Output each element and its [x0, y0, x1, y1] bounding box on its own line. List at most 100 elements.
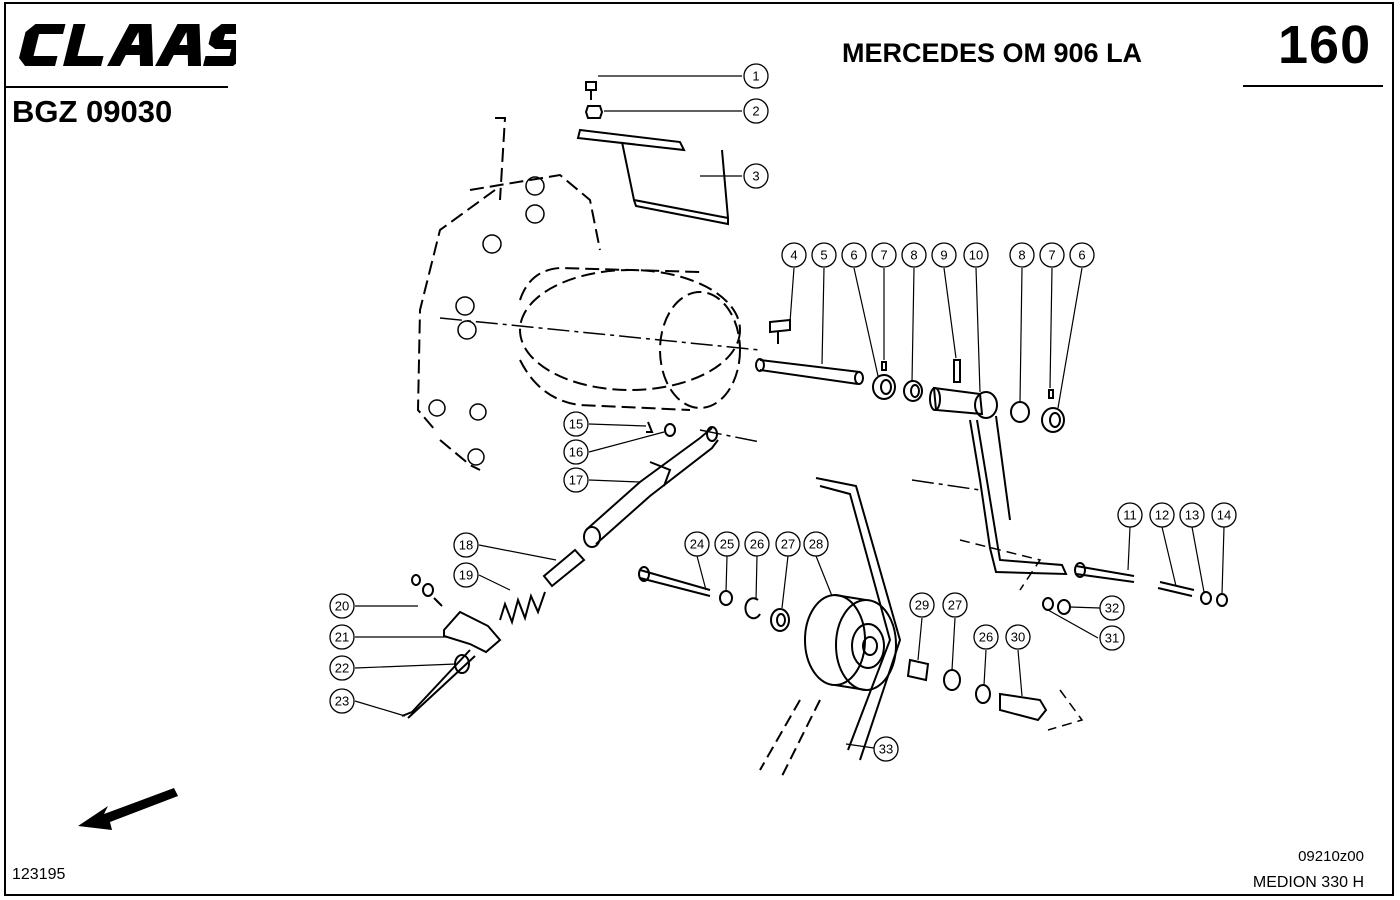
- page-number: 160: [1278, 15, 1372, 75]
- svg-text:9: 9: [940, 248, 947, 263]
- part-7-screw-right: [1048, 389, 1054, 399]
- callout-13: 13: [1179, 502, 1205, 528]
- svg-text:30: 30: [1011, 630, 1025, 645]
- callout-33: 33: [873, 736, 899, 762]
- svg-text:31: 31: [1105, 631, 1119, 646]
- callout-32: 32: [1099, 595, 1125, 621]
- part-11-bolt: [1074, 562, 1135, 583]
- callout-19: 19: [453, 562, 479, 588]
- direction-arrow-icon: [78, 788, 178, 830]
- part-26-circlip-right: [975, 684, 991, 704]
- part-15-split-pin: [646, 421, 654, 433]
- callout-4: 4: [781, 242, 807, 268]
- svg-text:33: 33: [879, 742, 893, 757]
- callout-18: 18: [453, 532, 479, 558]
- callout-28: 28: [803, 531, 829, 557]
- callout-12: 12: [1149, 502, 1175, 528]
- callout-3: 3: [743, 163, 769, 189]
- svg-text:10: 10: [969, 248, 983, 263]
- part-25-washer: [719, 590, 733, 606]
- callout-14: 14: [1211, 502, 1237, 528]
- svg-text:8: 8: [910, 248, 917, 263]
- svg-text:14: 14: [1217, 508, 1231, 523]
- part-26-circlip: [744, 597, 761, 620]
- part-17-tension-rod: [583, 426, 719, 548]
- svg-text:21: 21: [335, 630, 349, 645]
- callout-10: 10: [963, 242, 989, 268]
- engine-title: MERCEDES OM 906 LA: [842, 38, 1143, 68]
- svg-text:29: 29: [915, 598, 929, 613]
- callout-21: 21: [329, 624, 355, 650]
- svg-text:16: 16: [569, 445, 583, 460]
- svg-text:1: 1: [752, 69, 759, 84]
- svg-text:12: 12: [1155, 508, 1169, 523]
- part-18-sleeve: [542, 548, 586, 588]
- callout-8-right: 8: [1009, 242, 1035, 268]
- part-23-bolt: [401, 649, 476, 719]
- svg-text:19: 19: [459, 568, 473, 583]
- svg-text:4: 4: [790, 248, 797, 263]
- callout-5: 5: [811, 242, 837, 268]
- callout-31: 31: [1099, 625, 1125, 651]
- callout-6-right: 6: [1069, 242, 1095, 268]
- part-14-nut: [1216, 593, 1228, 607]
- svg-text:27: 27: [948, 598, 962, 613]
- callout-2: 2: [743, 98, 769, 124]
- part-24-bolt: [638, 566, 711, 597]
- svg-text:28: 28: [809, 537, 823, 552]
- callout-26: 26: [744, 531, 770, 557]
- callout-7: 7: [871, 242, 897, 268]
- part-32-nut: [1057, 599, 1071, 615]
- callout-16: 16: [563, 439, 589, 465]
- svg-text:6: 6: [850, 248, 857, 263]
- machine-model: MEDION 330 H: [1252, 874, 1364, 891]
- part-8-bearing-left: [903, 380, 923, 402]
- part-4-grease-nipple: [769, 318, 791, 344]
- callout-9: 9: [931, 242, 957, 268]
- part-19-spring: [499, 591, 546, 626]
- callout-24: 24: [684, 531, 710, 557]
- drawing-code: 09210z00: [1298, 848, 1364, 865]
- engine-housing-outline: [416, 117, 741, 471]
- part-33-belt: [759, 477, 902, 781]
- callout-27-right: 27: [942, 592, 968, 618]
- callout-30: 30: [1005, 624, 1031, 650]
- svg-text:24: 24: [690, 537, 704, 552]
- part-29-spacer: [906, 658, 930, 682]
- center-lines: [439, 317, 981, 491]
- part-30-pivot-bolt: [999, 692, 1048, 722]
- leader-lines: [354, 75, 1225, 749]
- callout-11: 11: [1117, 502, 1143, 528]
- callout-7-right: 7: [1039, 242, 1065, 268]
- svg-text:22: 22: [335, 661, 349, 676]
- svg-text:2: 2: [752, 104, 759, 119]
- callout-8: 8: [901, 242, 927, 268]
- part-6-bushing-right: [1041, 407, 1065, 433]
- part-2-nut: [584, 105, 604, 119]
- callout-6: 6: [841, 242, 867, 268]
- part-28-pulley: [804, 594, 897, 691]
- callout-26-right: 26: [973, 624, 999, 650]
- part-21-bracket: [443, 610, 502, 654]
- part-10-tensioner-arm: [929, 386, 1068, 576]
- part-5-shaft: [755, 358, 864, 385]
- callout-23: 23: [329, 688, 355, 714]
- part-12-pin: [1157, 581, 1195, 597]
- engine-housing-bolts: [428, 176, 545, 466]
- callout-17: 17: [563, 467, 589, 493]
- header-rule-left: [6, 86, 228, 88]
- callout-29: 29: [909, 592, 935, 618]
- dashed-extension-lines: [959, 539, 1084, 731]
- svg-text:3: 3: [752, 169, 759, 184]
- svg-text:26: 26: [750, 537, 764, 552]
- svg-text:17: 17: [569, 473, 583, 488]
- callout-25: 25: [714, 531, 740, 557]
- callout-27: 27: [775, 531, 801, 557]
- callout-1: 1: [743, 63, 769, 89]
- part-7-screw-left: [881, 361, 887, 371]
- part-27-bearing: [770, 608, 790, 632]
- callouts: 1 2 3 4 5 6 7 8 9 10 8 7 6 11 12 13 14 1…: [329, 63, 1237, 762]
- callout-22: 22: [329, 655, 355, 681]
- part-9-grease-fitting: [953, 359, 961, 383]
